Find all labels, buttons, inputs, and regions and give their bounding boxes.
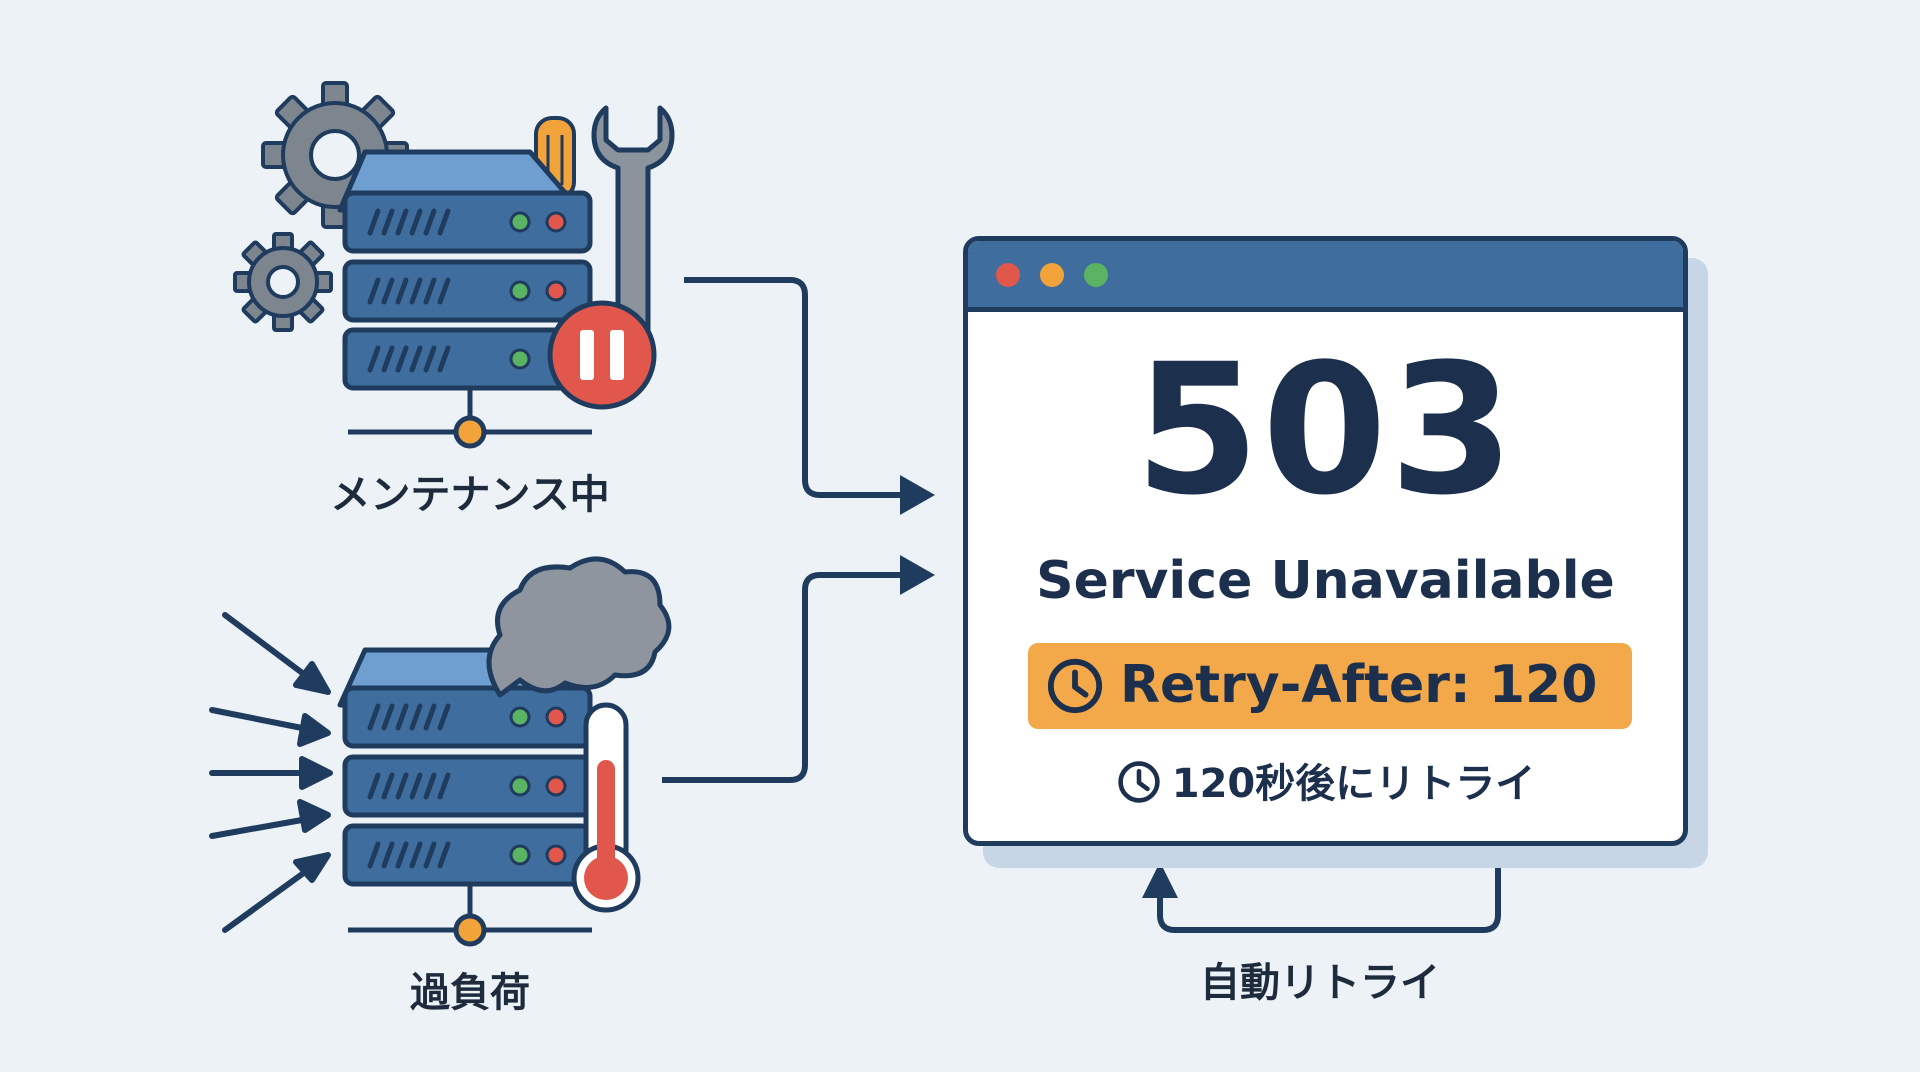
flow-arrow-maintenance (684, 277, 935, 515)
retry-after-text: Retry-After: 120 (1120, 655, 1598, 715)
status-led (545, 280, 567, 302)
clock-icon (1047, 658, 1103, 714)
close-window-dot[interactable] (996, 263, 1020, 287)
status-led (509, 706, 531, 728)
status-led (509, 280, 531, 302)
status-led (545, 706, 567, 728)
browser-window: 503 Service Unavailable Retry-After: 120… (963, 236, 1688, 846)
server-unit (342, 754, 593, 818)
error-code: 503 (1134, 326, 1517, 535)
network-connector (348, 388, 592, 449)
error-status-text: Service Unavailable (1036, 551, 1615, 611)
status-led (545, 775, 567, 797)
retry-note: 120秒後にリトライ (968, 751, 1683, 809)
minimize-window-dot[interactable] (1040, 263, 1064, 287)
maintenance-label: メンテナンス中 (330, 472, 610, 518)
server-unit (342, 190, 593, 254)
retry-after-banner: Retry-After: 120 (1028, 643, 1632, 729)
incoming-request-arrows-icon (209, 612, 333, 933)
status-led (509, 775, 531, 797)
gear-icon (233, 232, 333, 332)
status-led (545, 211, 567, 233)
flow-arrow-overload (662, 555, 935, 783)
thermometer-icon (571, 702, 641, 913)
server-icon (337, 149, 593, 391)
auto-retry-arrow (1142, 848, 1501, 933)
server-icon (337, 647, 593, 887)
overload-label: 過負荷 (410, 970, 530, 1016)
server-unit (342, 685, 593, 749)
status-led (545, 844, 567, 866)
maximize-window-dot[interactable] (1084, 263, 1108, 287)
clock-icon (1118, 761, 1160, 803)
status-led (509, 348, 531, 370)
network-connector (348, 885, 592, 947)
smoke-cloud-icon (486, 556, 672, 698)
status-led (509, 844, 531, 866)
server-unit (342, 823, 593, 887)
auto-retry-label: 自動リトライ (1200, 960, 1440, 1006)
maintenance-group (233, 81, 675, 449)
pause-icon (547, 300, 657, 410)
server-unit (342, 259, 593, 323)
retry-note-text: 120秒後にリトライ (1171, 761, 1536, 807)
browser-titlebar (968, 241, 1683, 312)
overload-group (209, 556, 672, 947)
status-led (509, 211, 531, 233)
